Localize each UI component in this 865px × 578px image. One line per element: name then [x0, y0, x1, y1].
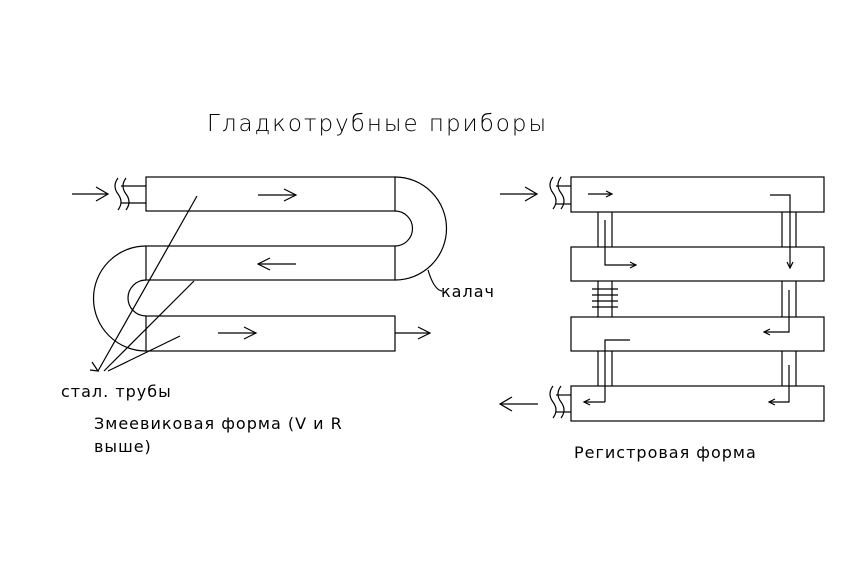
register-pipe-1 — [570, 176, 825, 213]
register-pipe-2 — [570, 246, 825, 282]
kalach-bend-left — [92, 245, 147, 352]
register-riser-hatch — [592, 288, 618, 308]
register-pipe-3 — [570, 316, 825, 352]
register-flow-arrows — [582, 190, 794, 406]
serpentine-pipe-top — [145, 176, 396, 212]
steel-pipes-leaders — [89, 195, 198, 372]
serpentine-pipe-bottom — [145, 315, 396, 352]
register-pipe-4 — [570, 385, 825, 422]
register-right-risers — [781, 212, 797, 386]
serpentine-form: калач стал. трубы Змеевиковая форма (V и… — [61, 176, 495, 456]
serpentine-caption-line2: выше) — [94, 437, 152, 456]
register-inlet — [500, 176, 571, 210]
kalach-label: калач — [441, 282, 495, 301]
serpentine-pipe-middle — [145, 245, 396, 281]
serpentine-inlet — [72, 177, 146, 211]
register-outlet — [498, 385, 571, 419]
diagram-title: Гладкотрубные приборы — [207, 111, 548, 137]
serpentine-flow-arrows — [218, 188, 298, 340]
steel-pipes-label: стал. трубы — [61, 382, 172, 401]
register-caption: Регистровая форма — [574, 443, 757, 462]
kalach-bend-right — [394, 176, 448, 281]
register-form: Регистровая форма — [498, 176, 825, 462]
kalach-leader — [427, 269, 443, 292]
serpentine-caption-line1: Змеевиковая форма (V и R — [94, 414, 343, 433]
register-left-risers — [597, 212, 613, 386]
serpentine-outlet — [395, 326, 432, 340]
